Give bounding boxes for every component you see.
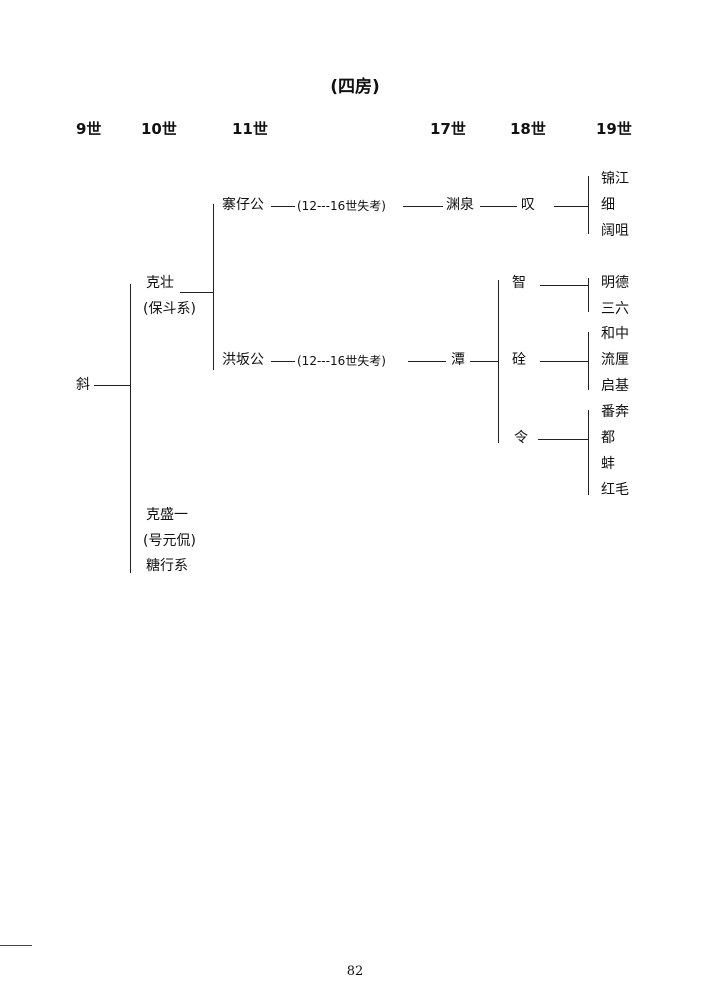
connector-line: [538, 439, 588, 440]
connector-line: [540, 361, 588, 362]
branch2-gen17: 潭: [451, 352, 465, 368]
scan-mark: [0, 945, 32, 946]
branch2-gen19: 红毛: [601, 482, 629, 498]
connector-line: [480, 206, 517, 207]
generation-header-18: 18世: [510, 120, 546, 138]
generation-header-11: 11世: [232, 120, 268, 138]
branch2-gen19: 番奔: [601, 404, 629, 420]
branch2-gap-note: (12---16世失考): [297, 354, 386, 368]
branch1-gen18: 叹: [521, 197, 535, 213]
branch2-gen19: 三六: [601, 301, 629, 317]
branch2-gen19: 都: [601, 430, 615, 446]
branch2-gen18: 令: [514, 430, 528, 446]
connector-line: [588, 278, 589, 312]
connector-line: [180, 292, 213, 293]
connector-line: [588, 176, 589, 234]
generation-header-9: 9世: [76, 120, 102, 138]
branch2-gen19: 启基: [601, 378, 629, 394]
connector-line: [130, 284, 131, 573]
branch1-gen19: 锦江: [601, 171, 629, 187]
branch2-gen19: 蚌: [601, 456, 615, 472]
gen10-person-b-note2: 糖行系: [146, 558, 188, 574]
connector-line: [403, 206, 443, 207]
branch2-gen18: 硂: [512, 352, 526, 368]
connector-line: [554, 206, 588, 207]
branch2-gen18: 智: [512, 275, 526, 291]
connector-line: [94, 385, 130, 386]
branch1-gen19: 阔咀: [601, 223, 629, 239]
branch2-gen19: 流厘: [601, 352, 629, 368]
page-title: (四房): [330, 77, 380, 97]
connector-line: [540, 285, 588, 286]
connector-line: [408, 361, 446, 362]
page-number: 82: [346, 964, 364, 979]
generation-header-10: 10世: [141, 120, 177, 138]
connector-line: [588, 332, 589, 390]
branch1-founder: 寨仔公: [222, 197, 264, 213]
connector-line: [271, 206, 295, 207]
gen10-person-b-note: (号元侃): [143, 533, 196, 549]
generation-header-19: 19世: [596, 120, 632, 138]
connector-line: [588, 410, 589, 495]
gen10-person-a: 克壮: [146, 275, 174, 291]
branch1-gen19: 细: [601, 197, 615, 213]
branch2-gen19: 和中: [601, 326, 629, 342]
connector-line: [498, 280, 499, 443]
branch2-gen19: 明德: [601, 275, 629, 291]
generation-header-17: 17世: [430, 120, 466, 138]
branch1-gap-note: (12---16世失考): [297, 199, 386, 213]
branch1-gen17: 渊泉: [446, 197, 474, 213]
connector-line: [213, 204, 214, 370]
gen10-person-a-note: (保斗系): [143, 301, 196, 317]
gen10-person-b: 克盛一: [146, 507, 188, 523]
root-person: 斜: [76, 377, 90, 393]
branch2-founder: 洪坂公: [222, 352, 264, 368]
connector-line: [470, 361, 498, 362]
connector-line: [271, 361, 295, 362]
